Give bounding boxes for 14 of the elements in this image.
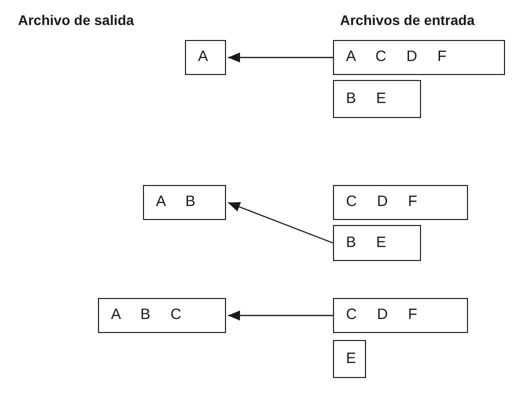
letter-box: A C D F [333, 40, 505, 75]
column-heading: Archivos de entrada [340, 11, 475, 30]
letter-box: B E [333, 80, 421, 118]
letter-box: C D F [333, 185, 468, 220]
letter-box: A B C [98, 298, 226, 333]
letter-box: A [185, 40, 226, 75]
letter-box: A B [143, 185, 226, 220]
arrow [228, 310, 333, 320]
arrow [228, 52, 333, 62]
column-heading: Archivo de salida [18, 11, 134, 30]
arrow [228, 202, 334, 244]
letter-box: E [333, 340, 366, 378]
letter-box: C D F [333, 298, 468, 333]
letter-box: B E [333, 225, 421, 261]
